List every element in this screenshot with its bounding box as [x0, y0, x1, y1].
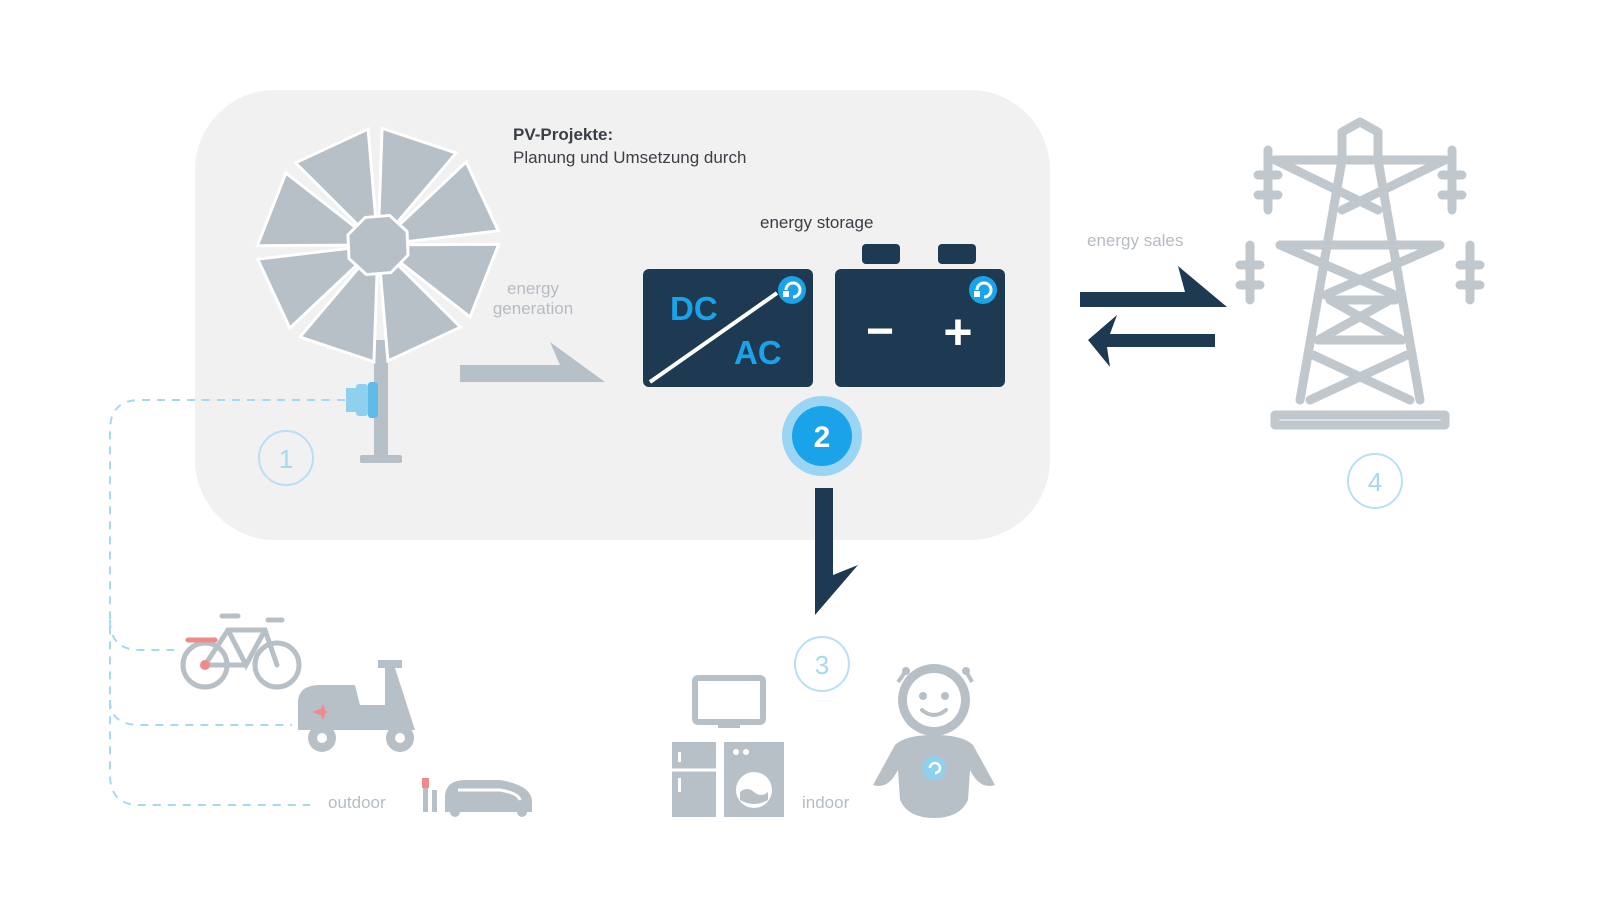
scooter-icon — [298, 660, 415, 752]
energy-generation-arrow — [460, 342, 605, 382]
brand-logo-icon — [778, 276, 806, 304]
bicycle-icon — [180, 613, 302, 690]
pv-panel-title: PV-Projekte: — [513, 125, 614, 144]
plug-icon — [346, 382, 378, 418]
step-3-marker: 3 — [794, 636, 850, 692]
step-2-marker: 2 — [782, 396, 862, 476]
step-1-marker: 1 — [258, 430, 314, 486]
step-4-marker: 4 — [1347, 453, 1403, 509]
step-2-label: 2 — [814, 421, 831, 454]
dc-ac-inverter-icon: DC AC — [643, 269, 813, 387]
energy-storage-label: energy storage — [760, 213, 874, 232]
fridge-icon — [672, 742, 716, 817]
lawn-mower-robot-icon — [422, 778, 532, 817]
outdoor-label: outdoor — [328, 793, 386, 812]
energy-sales-label: energy sales — [1087, 231, 1184, 250]
step-4-label: 4 — [1368, 467, 1382, 497]
solar-flower-icon — [255, 126, 501, 463]
battery-plus-label: + — [943, 304, 972, 360]
power-pylon-icon — [1235, 117, 1485, 430]
pv-panel-subtitle: Planung und Umsetzung durch — [513, 148, 747, 167]
battery-icon: − + — [835, 244, 1005, 387]
inverter-ac-label: AC — [734, 334, 782, 371]
brand-logo-icon — [969, 276, 997, 304]
indoor-supply-arrow — [815, 488, 858, 615]
indoor-label: indoor — [802, 793, 850, 812]
battery-minus-label: − — [866, 305, 894, 358]
robot-icon — [873, 664, 995, 818]
energy-generation-label: energy generation — [492, 279, 574, 318]
step-3-label: 3 — [815, 650, 829, 680]
step-1-label: 1 — [279, 444, 293, 474]
outdoor-connection-lines — [109, 399, 345, 806]
washing-machine-icon — [724, 742, 784, 817]
tv-icon — [692, 675, 766, 728]
inverter-dc-label: DC — [670, 290, 718, 327]
grid-exchange-arrows — [1080, 266, 1227, 367]
